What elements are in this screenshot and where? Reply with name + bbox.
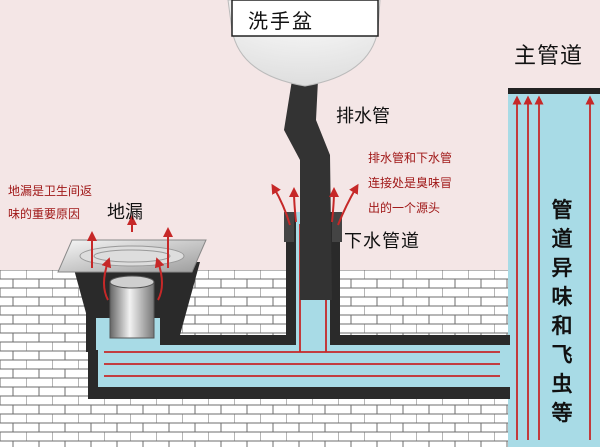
main-pipe-body	[508, 88, 600, 447]
main-pipe-vertical-text: 管道异味和飞虫等	[551, 198, 573, 425]
main-pipe-label: 主管道	[514, 44, 584, 69]
sink-label-box	[231, 0, 379, 37]
sink-label: 洗手盆	[248, 9, 314, 33]
floor-drain-trap-cup	[109, 281, 155, 339]
horizontal-flow-lines	[104, 224, 500, 377]
joint-annotation-line-2: 连接处是臭味冒	[368, 176, 453, 190]
drain-pipe	[284, 80, 332, 300]
down-pipe-label: 下水管道	[344, 231, 420, 252]
floor-drain-label: 地漏	[107, 202, 143, 223]
joint-annotation-line-3: 出的一个源头	[368, 201, 441, 215]
joint-annotation-line-1: 排水管和下水管	[368, 151, 453, 165]
floor-annotation-line-1: 地漏是卫生间返	[8, 184, 93, 198]
drain-pipe-label: 排水管	[336, 106, 390, 127]
floor-annotation-line-2: 味的重要原因	[8, 207, 81, 221]
joint-odor-arrows	[271, 183, 359, 226]
main-pipe-arrows	[512, 95, 595, 440]
floor-odor-arrows	[87, 215, 173, 301]
